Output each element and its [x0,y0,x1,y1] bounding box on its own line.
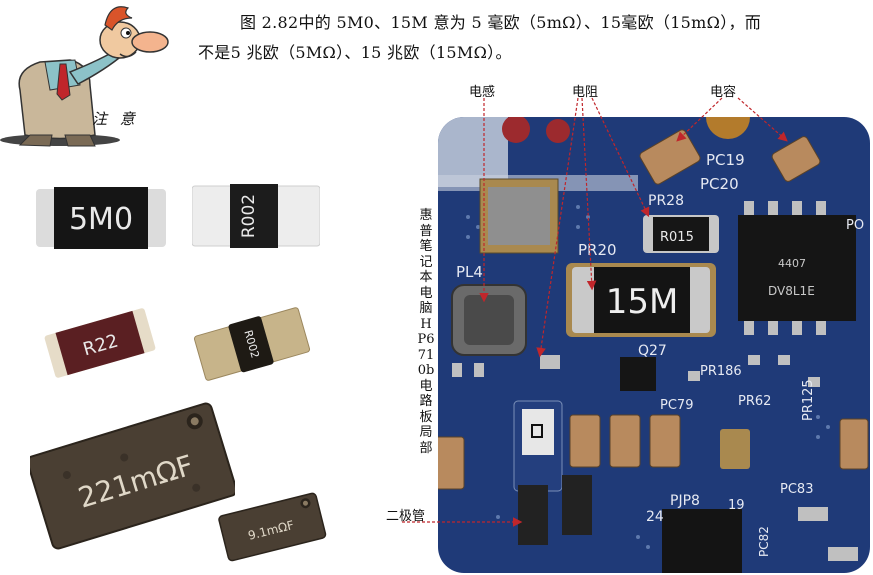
callout-diode: 二极管 [386,509,426,524]
label-pc20: PC20 [700,175,739,193]
label-pr62: PR62 [738,394,771,409]
label-chip-a: 4407 [778,257,806,270]
attention-label: 注 意 [92,110,139,128]
label-chip-b: DV8L1E [768,284,815,298]
callout-inductor: 电感 [469,85,496,100]
label-24: 24 [646,509,664,525]
label-19: 19 [728,498,745,513]
label-po: PO [846,218,864,233]
resistor-r002-small: R002 [193,307,311,381]
resistor-r002-large: R002 [192,184,320,248]
label-pr186: PR186 [700,364,742,379]
label-pc79: PC79 [660,398,693,413]
resistor-221mohm: 221mΩF [30,402,235,550]
label-q27: Q27 [638,343,667,359]
label-pc82: PC82 [757,526,771,557]
paragraph-line-2: 不是5 兆欧（5MΩ）、15 兆欧（15MΩ）。 [198,43,512,62]
callout-resistor: 电阻 [572,85,599,100]
intro-paragraph: 图 2.82中的 5M0、15M 意为 5 毫欧（5mΩ）、15毫欧（15mΩ）… [198,8,863,68]
label-r015: R015 [660,230,694,245]
attention-cartoon-icon [0,6,169,147]
resistor-marking: 5M0 [69,202,133,237]
label-pc19: PC19 [706,151,745,169]
callout-capacitor: 电容 [710,85,737,100]
label-pr20: PR20 [578,241,617,259]
label-pc83: PC83 [780,482,813,497]
circuit-board-photo: PC19 PC20 PR28 R015 PR20 PL4 15M 4407 DV… [438,117,870,573]
paragraph-line-1: 图 2.82中的 5M0、15M 意为 5 毫欧（5mΩ）、15毫欧（15mΩ）… [240,13,762,32]
label-pr125: PR125 [801,379,816,421]
board-caption: 惠普笔记本电脑HP6710b电路板局部 [417,208,435,456]
resistor-r22: R22 [44,308,156,378]
resistor-9-1mohm: 9.1mΩF [218,492,327,562]
label-pl4: PL4 [456,263,483,281]
label-pr28: PR28 [648,193,684,209]
label-15m: 15M [606,282,679,322]
resistor-5m0: 5M0 [36,187,166,249]
resistor-marking: R002 [239,194,259,238]
label-pjp8: PJP8 [670,493,700,509]
